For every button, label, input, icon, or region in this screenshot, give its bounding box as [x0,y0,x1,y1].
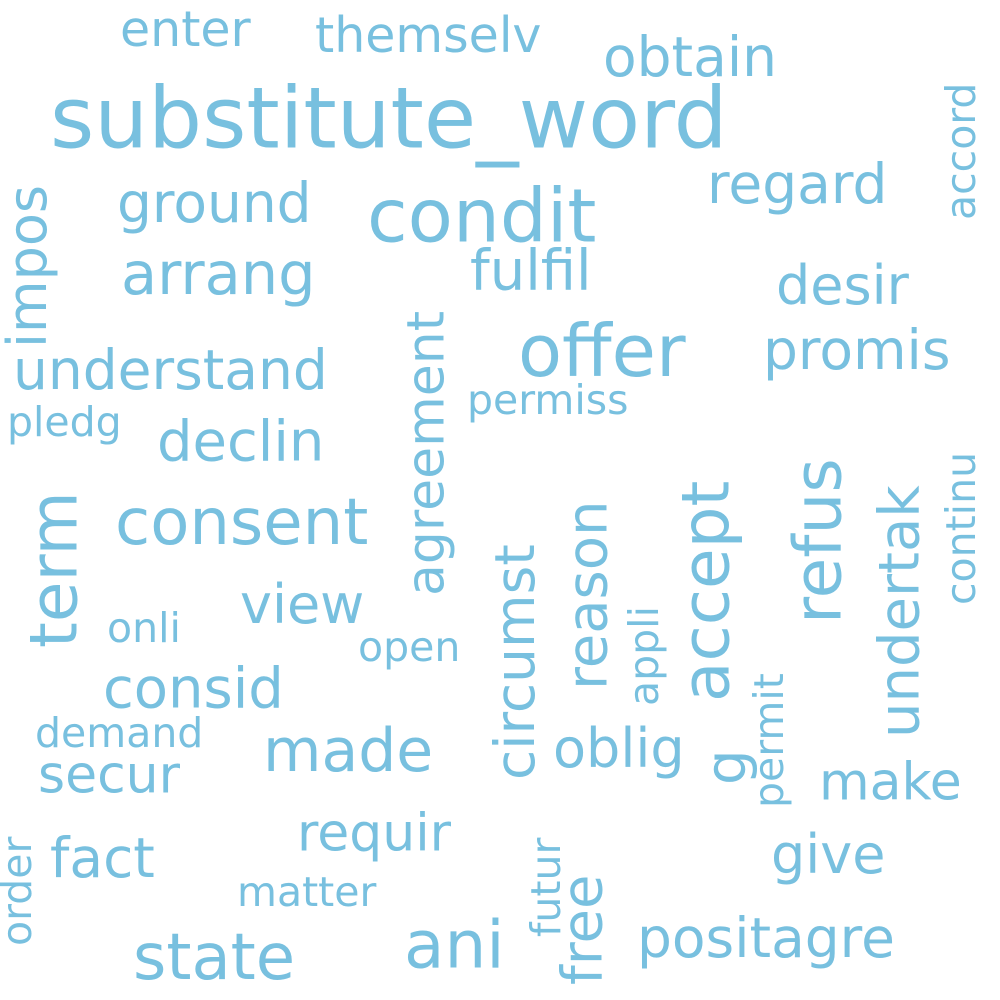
word-offer: offer [518,308,686,393]
word-declin: declin [157,409,325,475]
word-make: make [819,752,962,813]
word-themselv: themselv [315,6,542,64]
word-order: order [0,836,41,946]
word-enter: enter [120,0,251,58]
word-condit: condit [367,173,597,260]
word-consid: consid [103,656,284,722]
word-oblig: oblig [553,716,685,780]
word-term: term [15,491,93,648]
word-state: state [133,921,296,996]
word-accord: accord [936,82,985,220]
word-made: made [263,716,434,787]
word-regard: regard [707,152,888,217]
word-futur: futur [521,837,570,937]
word-g: g [694,749,760,785]
word-reason: reason [555,500,621,691]
word-permiss: permiss [467,376,629,425]
word-positagre: positagre [637,906,895,971]
word-ground: ground [117,171,312,236]
word-fulfil: fulfil [470,238,592,304]
word-give: give [771,822,886,886]
word-substitute-word: substitute_word [50,69,728,169]
word-promis: promis [763,318,951,383]
word-onli: onli [107,604,181,653]
word-pledg: pledg [7,398,122,447]
word-accept: accept [667,480,745,702]
word-view: view [240,572,365,636]
word-fact: fact [50,826,155,891]
word-impos: impos [0,184,60,348]
word-agreement: agreement [396,310,457,596]
word-arrang: arrang [121,238,316,308]
word-desir: desir [776,253,909,317]
word-continu: continu [936,451,985,605]
word-refus: refus [779,458,857,624]
word-matter: matter [237,868,377,917]
word-requir: requir [297,803,452,864]
word-circumst: circumst [482,544,547,780]
word-undertak: undertak [867,485,933,738]
word-secur: secur [38,745,181,806]
word-demand: demand [35,709,204,758]
word-permit: permit [744,673,793,808]
word-ani: ani [404,906,505,984]
word-consent: consent [115,486,369,561]
word-open: open [358,623,461,672]
word-appli: appli [619,606,668,706]
word-understand: understand [13,338,328,403]
word-obtain: obtain [603,25,777,90]
